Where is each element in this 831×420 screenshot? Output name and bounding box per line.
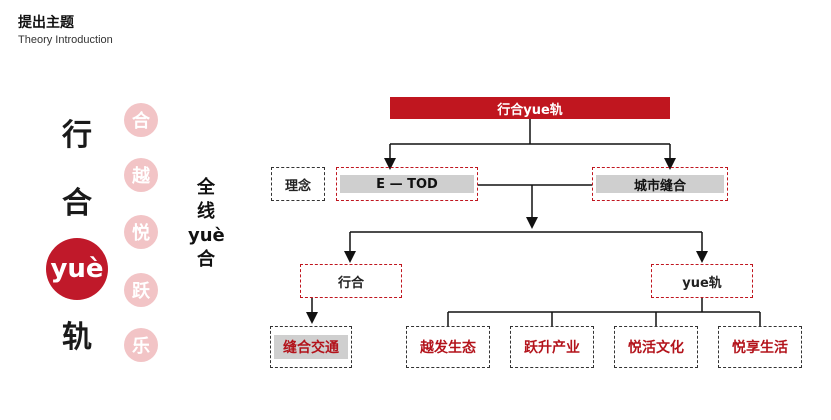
transport-node: 缝合交通 (270, 326, 352, 368)
yuegui-label: yue轨 (682, 275, 722, 291)
page-subtitle: Theory Introduction (18, 34, 113, 46)
leaf-life-label: 悦享生活 (732, 340, 788, 356)
leaf-industry-label: 跃升产业 (524, 340, 580, 356)
leaf-industry: 跃升产业 (510, 326, 594, 368)
circle-yue-1: 越 (124, 158, 158, 192)
vertical-char-4: 合 (197, 249, 215, 270)
etod-node: E — TOD (336, 167, 478, 201)
etod-label: E — TOD (340, 175, 474, 193)
transport-label: 缝合交通 (274, 335, 348, 359)
city-sewing-node: 城市缝合 (592, 167, 728, 201)
leaf-life: 悦享生活 (718, 326, 802, 368)
root-node: 行合yue轨 (390, 97, 670, 119)
leaf-culture: 悦活文化 (614, 326, 698, 368)
char-he: 合 (62, 186, 92, 221)
concept-label-box: 理念 (271, 167, 325, 201)
leaf-ecology: 越发生态 (406, 326, 490, 368)
leaf-ecology-label: 越发生态 (420, 340, 476, 356)
leaf-culture-label: 悦活文化 (628, 340, 684, 356)
circle-le: 乐 (124, 328, 158, 362)
concept-label: 理念 (284, 178, 311, 194)
yuegui-node: yue轨 (651, 264, 753, 298)
yue-circle-badge: yuè (46, 238, 108, 300)
page-title: 提出主题 (18, 15, 74, 31)
circle-he: 合 (124, 103, 158, 137)
vertical-char-2: 线 (197, 201, 215, 222)
vertical-char-3: yuè (188, 225, 225, 246)
xinghe-node: 行合 (300, 264, 402, 298)
vertical-slogan: 全 线 yuè 合 (188, 176, 225, 272)
vertical-char-1: 全 (197, 177, 215, 198)
city-sewing-label: 城市缝合 (596, 175, 724, 194)
circle-yue-3: 跃 (124, 273, 158, 307)
char-gui: 轨 (62, 320, 92, 355)
char-xing: 行 (62, 118, 92, 153)
circle-yue-2: 悦 (124, 215, 158, 249)
xinghe-label: 行合 (337, 275, 364, 291)
